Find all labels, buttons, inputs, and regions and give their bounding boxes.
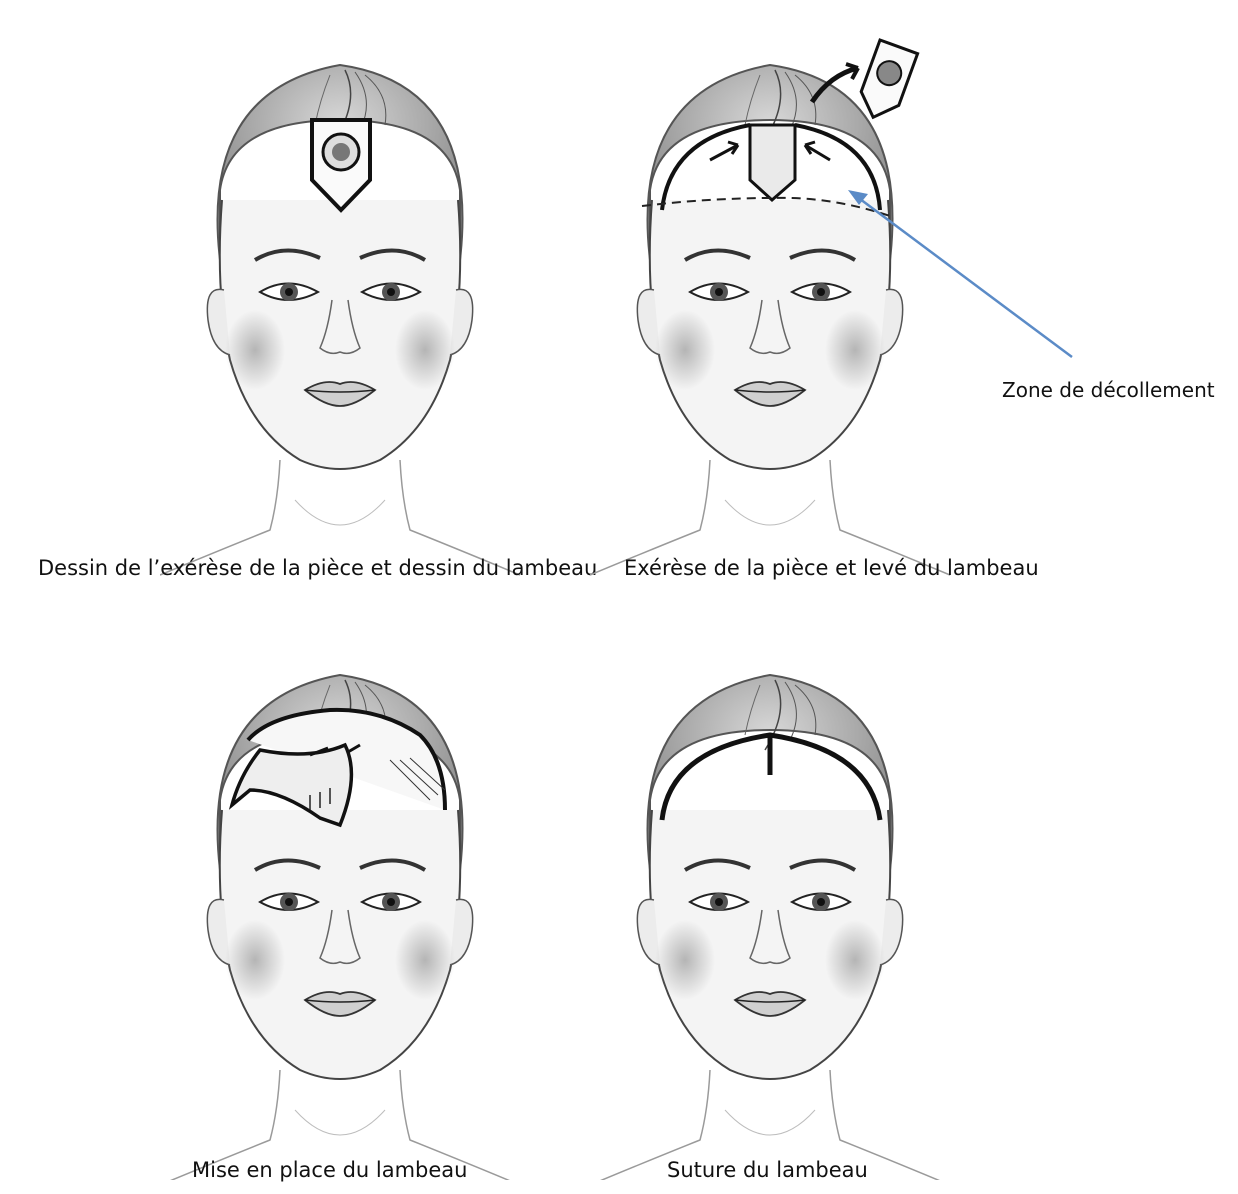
face-illustration	[160, 640, 530, 1180]
panel-3-drawing	[160, 640, 530, 1180]
annotation-label: Zone de décollement	[1002, 378, 1215, 402]
caption-panel-4: Suture du lambeau	[667, 1158, 868, 1182]
caption-panel-1: Dessin de l’exérèse de la pièce et dessi…	[38, 556, 597, 580]
face-illustration	[160, 30, 530, 590]
panel-1-drawing	[160, 30, 530, 590]
excision-marking	[312, 120, 370, 210]
face-illustration	[590, 640, 960, 1180]
caption-panel-2: Exérèse de la pièce et levé du lambeau	[624, 556, 1039, 580]
caption-panel-3: Mise en place du lambeau	[192, 1158, 467, 1182]
panel-2-drawing	[590, 30, 960, 590]
suture-line	[662, 735, 880, 820]
face-illustration	[590, 30, 960, 590]
panel-4-drawing	[590, 640, 960, 1180]
excised-piece	[854, 40, 917, 124]
